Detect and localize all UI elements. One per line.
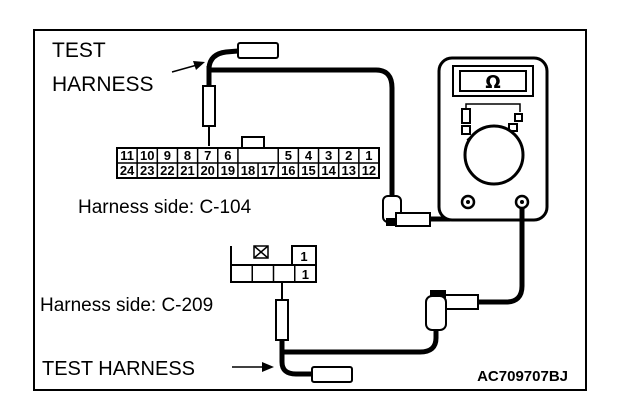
- c104-pin-4: 4: [305, 148, 313, 163]
- test-harness-clip-top: [237, 42, 279, 59]
- c104-pin-16: 16: [281, 163, 295, 178]
- c104-pin-20: 20: [200, 163, 214, 178]
- meter-dial: [463, 124, 525, 186]
- harness-side-c209-label: Harness side: C-209: [40, 295, 213, 316]
- meter-lead-clip-c104: [382, 195, 450, 227]
- test-probe-c104: [202, 66, 216, 146]
- test-harness-wire-lower: [284, 330, 439, 355]
- test-harness-label-bottom: TEST HARNESS: [42, 358, 195, 380]
- connector-c209: 11: [230, 245, 317, 283]
- test-harness-wire-bottom: [279, 350, 312, 377]
- test-harness-wire-top: [206, 48, 239, 69]
- meter-lead-wire-2: [478, 208, 525, 305]
- c104-pin-2: 2: [345, 148, 352, 163]
- c104-pin-6: 6: [224, 148, 231, 163]
- c104-pin-7: 7: [204, 148, 211, 163]
- c104-pin-21: 21: [180, 163, 194, 178]
- c104-pin-9: 9: [164, 148, 171, 163]
- test-harness-label-line1: TEST: [52, 39, 106, 62]
- c104-pin-11: 11: [120, 148, 134, 163]
- c104-pin-19: 19: [221, 163, 235, 178]
- c104-pin-15: 15: [301, 163, 315, 178]
- c104-pin-12: 12: [362, 163, 376, 178]
- test-harness-label-line2: HARNESS: [52, 73, 154, 96]
- c104-pin-18: 18: [241, 163, 255, 178]
- c104-pin-22: 22: [160, 163, 174, 178]
- diagram-frame: [33, 29, 587, 391]
- c104-pin-24: 24: [120, 163, 135, 178]
- c104-pin-1: 1: [365, 148, 372, 163]
- c104-pin-23: 23: [140, 163, 154, 178]
- c104-pin-5: 5: [285, 148, 292, 163]
- c104-pin-14: 14: [321, 163, 336, 178]
- ohm-symbol: Ω: [485, 72, 500, 93]
- c209-pin-2: 1: [302, 267, 309, 282]
- c209-pin-1: 1: [300, 249, 307, 264]
- test-harness-wire-main: [209, 67, 395, 196]
- c104-pin-3: 3: [325, 148, 332, 163]
- test-harness-clip-bottom: [311, 366, 353, 383]
- test-harness-arrow-top: [171, 61, 205, 73]
- meter-lead-clip-c209: [425, 290, 479, 331]
- c104-pin-8: 8: [184, 148, 191, 163]
- test-harness-arrow-bottom: [232, 362, 274, 372]
- c104-pin-13: 13: [342, 163, 356, 178]
- c104-pin-17: 17: [261, 163, 275, 178]
- figure-code: AC709707BJ: [477, 368, 568, 385]
- c104-pin-10: 10: [140, 148, 154, 163]
- multimeter: Ω: [437, 56, 549, 222]
- test-probe-c209: [275, 282, 289, 352]
- harness-side-c104-label: Harness side: C-104: [78, 197, 252, 218]
